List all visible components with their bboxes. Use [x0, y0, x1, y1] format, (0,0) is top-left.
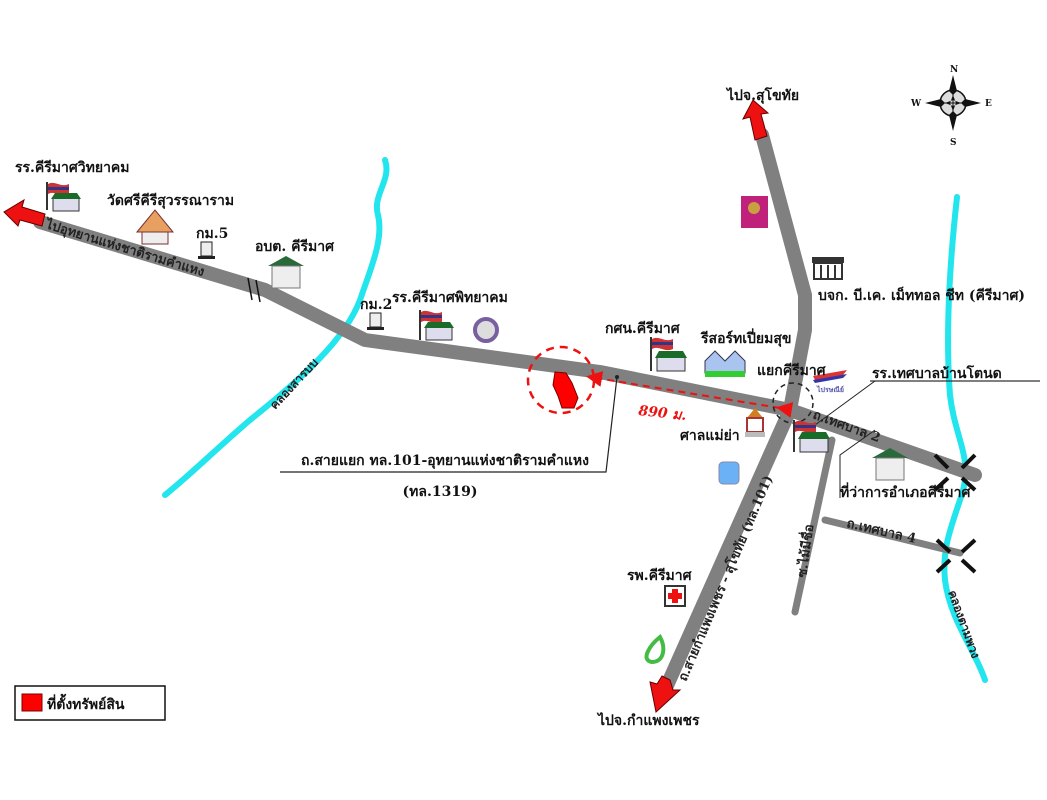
river-label-west: คลองสารบบ [267, 356, 321, 413]
temple-icon [135, 209, 175, 245]
label-company: บจก. บี.เค. เม็ททอล ชีท (คีรีมาศ) [818, 286, 1025, 304]
label-obt: อบต. คีรีมาศ [255, 239, 335, 255]
label-km5: กม.5 [196, 226, 228, 242]
school-icon [650, 337, 687, 372]
label-school-phitthayakhom: รร.คีรีมาศพิทยาคม [392, 290, 508, 306]
road-callout-line1: ถ.สายแยก ทล.101-อุทยานแห่งชาติรามคำแหง [301, 453, 589, 469]
post-office-icon: ไปรษณีย์ [813, 370, 847, 394]
river-east [941, 194, 988, 683]
arrow-north-icon [742, 99, 770, 141]
school-icon [419, 310, 454, 341]
bridge-icon [933, 453, 977, 574]
svg-text:ไปรษณีย์: ไปรษณีย์ [816, 385, 844, 394]
river-west [162, 157, 390, 498]
hospital-icon [664, 585, 686, 607]
compass-n: N [950, 65, 958, 75]
arrow-west-icon [3, 198, 46, 227]
school-icon [793, 420, 830, 453]
shrine-icon [745, 408, 765, 437]
label-to-sukhothai: ไปจ.สุโขทัย [725, 86, 799, 104]
label-shrine: ศาลแม่ย่า [680, 428, 740, 444]
km-post-icon [198, 241, 215, 259]
factory-icon [812, 257, 844, 280]
compass-e: E [985, 99, 992, 109]
road-callout-line2: (ทล.1319) [403, 484, 478, 500]
compass-w: W [910, 99, 922, 109]
label-kson: กศน.คีรีมาศ [605, 321, 681, 337]
gas-station-icon [644, 633, 666, 665]
road-callout-line [280, 376, 618, 473]
road-highway-101 [658, 128, 812, 697]
label-wat-sri-khiri: วัดศรีคีรีสุวรรณาราม [107, 193, 234, 209]
compass-s: S [950, 138, 957, 148]
road-label-to-park: ไปอุทยานแห่งชาติรามคำแหง [42, 215, 207, 280]
water-office-icon [718, 461, 740, 485]
resort-icon [704, 350, 746, 377]
government-building-icon [268, 256, 304, 289]
roads [33, 128, 982, 697]
distance-arrow [586, 371, 794, 418]
road-thesaban-4 [821, 516, 964, 557]
label-junction: แยกคีรีมาศ [757, 363, 827, 379]
label-km2: กม.2 [360, 297, 392, 313]
legend-property-label: ที่ตั้งทรัพย์สิน [47, 693, 125, 713]
distance-label: 890 ม. [638, 403, 688, 424]
label-resort: รีสอร์ทเปี่ยมสุข [700, 328, 792, 347]
road-soi [791, 436, 836, 616]
label-school-witthayakhom: รร.คีรีมาศวิทยาคม [15, 160, 130, 176]
legend: ที่ตั้งทรัพย์สิน [14, 685, 166, 721]
seal-icon [473, 317, 499, 343]
government-building-icon [872, 448, 908, 481]
label-school-thesaban: รร.เทศบาลบ้านโตนด [872, 364, 1002, 382]
school-icon [46, 182, 81, 212]
label-to-kamphaeng-phet: ไปจ.กำแพงเพชร [596, 711, 700, 729]
river-label-east: คลองตามพวง [945, 588, 983, 660]
arrow-south-icon [649, 675, 682, 713]
label-district-office: ที่ว่าการอำเภอคีรีมาศ [840, 482, 971, 501]
label-hospital: รพ.คีรีมาศ [627, 568, 693, 584]
property-location-marker [552, 371, 579, 409]
km-post-icon [367, 312, 384, 330]
road-label-soi: ซ.ไม้มีชื่อ [792, 523, 817, 579]
legend-property-swatch [21, 693, 43, 712]
compass-rose-icon: N S W E [910, 65, 992, 148]
road-label-thesaban-4: ถ.เทศบาล 4 [845, 516, 917, 547]
road-break-icon [247, 277, 261, 303]
